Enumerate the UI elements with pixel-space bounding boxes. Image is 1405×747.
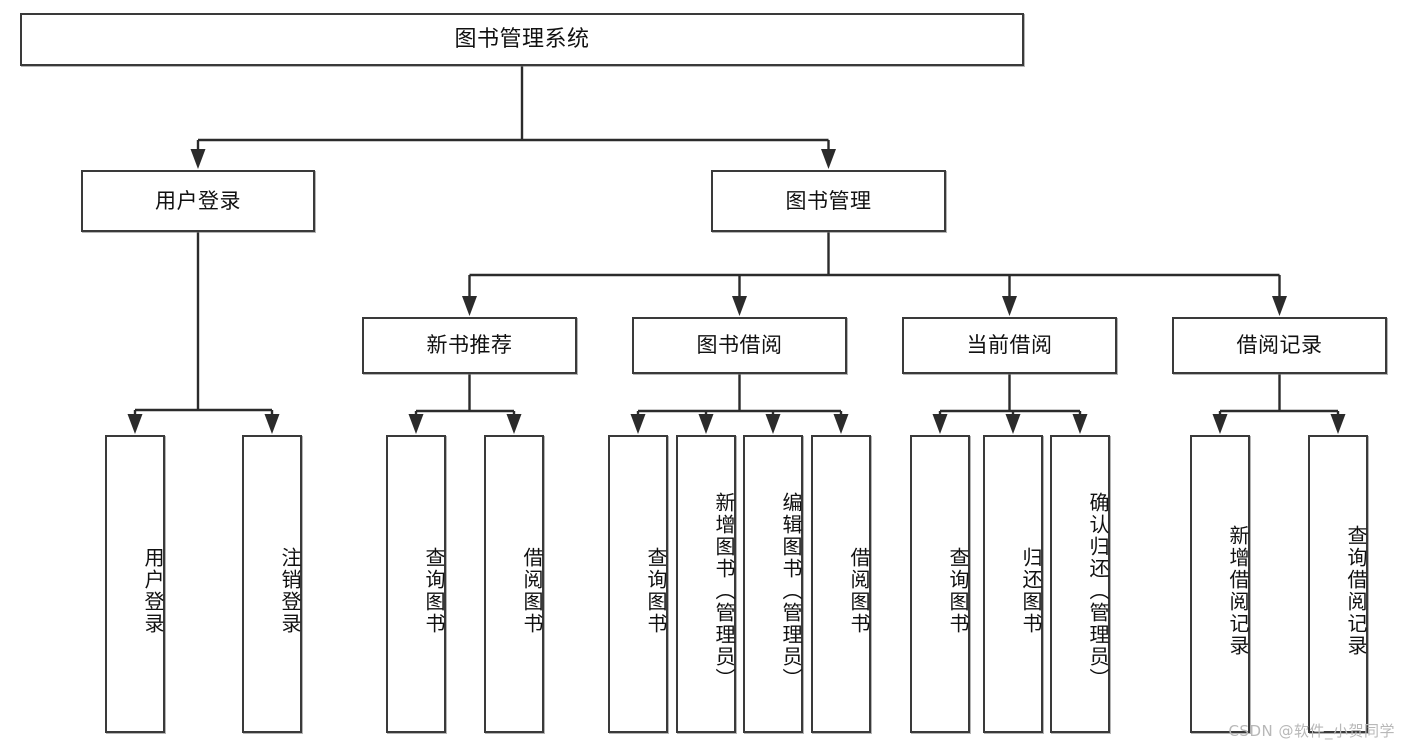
arrow-head-icon-leaf-user-login [127, 414, 143, 434]
node-label-book-borrow: 图书借阅 [696, 333, 783, 358]
arrow-head-icon-user-login [190, 149, 206, 169]
node-leaf-edit-book-admin[interactable]: 编辑图书（管理员） [743, 435, 803, 733]
arrow-head-icon-leaf-add-borrow-record [1212, 414, 1228, 434]
node-leaf-query-book-borrow[interactable]: 查询图书 [608, 435, 668, 733]
node-label-new-book-recommend: 新书推荐 [426, 333, 513, 358]
node-label-leaf-add-book-admin: 新增图书（管理员） [712, 492, 736, 690]
node-new-book-recommend[interactable]: 新书推荐 [362, 317, 577, 374]
node-label-leaf-borrow-book: 借阅图书 [847, 547, 871, 635]
node-leaf-add-book-admin[interactable]: 新增图书（管理员） [676, 435, 736, 733]
node-leaf-confirm-return-admin[interactable]: 确认归还（管理员） [1050, 435, 1110, 733]
arrow-head-icon-leaf-query-book-borrow [630, 414, 646, 434]
node-current-borrow[interactable]: 当前借阅 [902, 317, 1117, 374]
node-label-leaf-user-login: 用户登录 [141, 547, 165, 635]
node-label-book-manage: 图书管理 [785, 188, 872, 213]
node-leaf-borrow-book[interactable]: 借阅图书 [811, 435, 871, 733]
node-leaf-borrow-book-recommend[interactable]: 借阅图书 [484, 435, 544, 733]
node-label-leaf-query-book-borrow: 查询图书 [644, 547, 668, 635]
node-book-borrow[interactable]: 图书借阅 [632, 317, 847, 374]
arrow-head-icon-leaf-borrow-book-recommend [506, 414, 522, 434]
node-label-leaf-user-logout: 注销登录 [278, 547, 302, 635]
arrow-head-icon-leaf-user-logout [264, 414, 280, 434]
node-label-root: 图书管理系统 [454, 26, 590, 52]
arrow-head-icon-leaf-query-book-current [932, 414, 948, 434]
node-label-leaf-query-borrow-record: 查询借阅记录 [1344, 525, 1368, 657]
node-label-leaf-query-book-recommend: 查询图书 [422, 547, 446, 635]
arrow-head-icon-leaf-query-borrow-record [1330, 414, 1346, 434]
node-label-leaf-borrow-book-recommend: 借阅图书 [520, 547, 544, 635]
node-label-leaf-confirm-return-admin: 确认归还（管理员） [1086, 492, 1110, 690]
node-label-leaf-query-book-current: 查询图书 [946, 547, 970, 635]
node-label-leaf-return-book: 归还图书 [1019, 547, 1043, 635]
arrow-head-icon-leaf-query-book-recommend [408, 414, 424, 434]
node-leaf-user-logout[interactable]: 注销登录 [242, 435, 302, 733]
node-leaf-query-borrow-record[interactable]: 查询借阅记录 [1308, 435, 1368, 733]
arrow-head-icon-leaf-return-book [1005, 414, 1021, 434]
watermark-label: CSDN @软件_小贺同学 [1228, 722, 1395, 740]
node-label-current-borrow: 当前借阅 [966, 333, 1053, 358]
node-leaf-user-login[interactable]: 用户登录 [105, 435, 165, 733]
node-root[interactable]: 图书管理系统 [20, 13, 1024, 66]
node-leaf-return-book[interactable]: 归还图书 [983, 435, 1043, 733]
arrow-head-icon-current-borrow [1002, 296, 1017, 316]
arrow-head-icon-new-book-recommend [462, 296, 477, 316]
arrow-head-icon-book-manage [821, 149, 836, 169]
arrow-head-icon-leaf-add-book-admin [698, 414, 714, 434]
arrow-head-icon-leaf-edit-book-admin [765, 414, 781, 434]
node-book-manage[interactable]: 图书管理 [711, 170, 946, 232]
arrow-head-icon-borrow-record [1272, 296, 1287, 316]
node-label-user-login: 用户登录 [155, 188, 241, 213]
arrow-head-icon-leaf-borrow-book [833, 414, 849, 434]
node-label-leaf-edit-book-admin: 编辑图书（管理员） [779, 492, 803, 690]
node-label-borrow-record: 借阅记录 [1236, 333, 1323, 358]
arrow-head-icon-leaf-confirm-return-admin [1072, 414, 1088, 434]
node-leaf-query-book-recommend[interactable]: 查询图书 [386, 435, 446, 733]
node-borrow-record[interactable]: 借阅记录 [1172, 317, 1387, 374]
node-leaf-query-book-current[interactable]: 查询图书 [910, 435, 970, 733]
node-label-leaf-add-borrow-record: 新增借阅记录 [1226, 525, 1250, 657]
node-leaf-add-borrow-record[interactable]: 新增借阅记录 [1190, 435, 1250, 733]
arrow-head-icon-book-borrow [732, 296, 747, 316]
node-user-login[interactable]: 用户登录 [81, 170, 315, 232]
